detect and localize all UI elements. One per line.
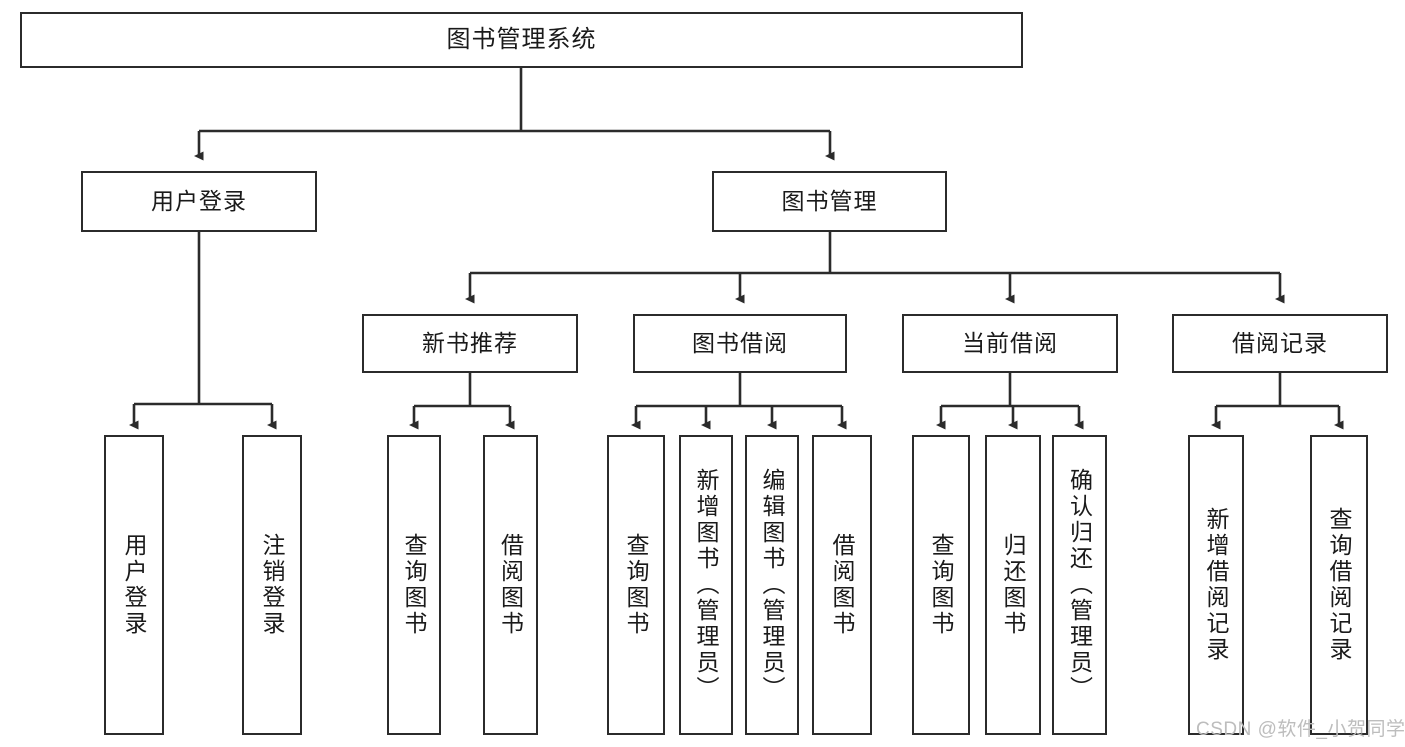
node-root-label: 图书管理系统	[446, 26, 597, 54]
leaf-edit-book-admin-label: 编辑图书（管理员）	[759, 468, 786, 702]
leaf-confirm-return-admin[interactable]: 确认归还（管理员）	[1052, 435, 1107, 735]
leaf-borrow-book-recommend[interactable]: 借阅图书	[483, 435, 538, 735]
leaf-confirm-return-admin-label: 确认归还（管理员）	[1066, 468, 1093, 702]
node-book-borrow[interactable]: 图书借阅	[633, 314, 847, 373]
node-new-book-recommend-label: 新书推荐	[422, 330, 518, 357]
leaf-borrow-book-recommend-label: 借阅图书	[497, 533, 524, 637]
leaf-query-borrow-record-label: 查询借阅记录	[1326, 507, 1353, 663]
leaf-query-borrow-record[interactable]: 查询借阅记录	[1310, 435, 1368, 735]
node-new-book-recommend[interactable]: 新书推荐	[362, 314, 578, 373]
node-root-system[interactable]: 图书管理系统	[20, 12, 1023, 68]
leaf-query-book-current-label: 查询图书	[928, 533, 955, 637]
leaf-query-book-recommend-label: 查询图书	[401, 533, 428, 637]
node-borrow-record[interactable]: 借阅记录	[1172, 314, 1388, 373]
leaf-borrow-book[interactable]: 借阅图书	[812, 435, 872, 735]
node-book-management[interactable]: 图书管理	[712, 171, 947, 232]
leaf-logout[interactable]: 注销登录	[242, 435, 302, 735]
leaf-borrow-book-label: 借阅图书	[829, 533, 856, 637]
node-borrow-record-label: 借阅记录	[1232, 330, 1328, 357]
node-current-borrow-label: 当前借阅	[962, 330, 1058, 357]
leaf-add-borrow-record-label: 新增借阅记录	[1203, 507, 1230, 663]
node-current-borrow[interactable]: 当前借阅	[902, 314, 1118, 373]
leaf-return-book[interactable]: 归还图书	[985, 435, 1041, 735]
leaf-query-book-recommend[interactable]: 查询图书	[387, 435, 441, 735]
leaf-edit-book-admin[interactable]: 编辑图书（管理员）	[745, 435, 799, 735]
leaf-user-login-label: 用户登录	[121, 533, 148, 637]
leaf-return-book-label: 归还图书	[1000, 533, 1027, 637]
node-user-login-label: 用户登录	[151, 188, 247, 215]
leaf-user-login[interactable]: 用户登录	[104, 435, 164, 735]
node-book-borrow-label: 图书借阅	[692, 330, 788, 357]
leaf-add-borrow-record[interactable]: 新增借阅记录	[1188, 435, 1244, 735]
leaf-query-book-borrow[interactable]: 查询图书	[607, 435, 665, 735]
csdn-watermark: CSDN @软件_小贺同学	[1196, 719, 1405, 740]
leaf-query-book-current[interactable]: 查询图书	[912, 435, 970, 735]
leaf-add-book-admin-label: 新增图书（管理员）	[693, 468, 720, 702]
node-book-management-label: 图书管理	[781, 188, 878, 215]
node-user-login[interactable]: 用户登录	[81, 171, 317, 232]
leaf-add-book-admin[interactable]: 新增图书（管理员）	[679, 435, 733, 735]
leaf-query-book-borrow-label: 查询图书	[623, 533, 650, 637]
leaf-logout-label: 注销登录	[259, 533, 286, 637]
